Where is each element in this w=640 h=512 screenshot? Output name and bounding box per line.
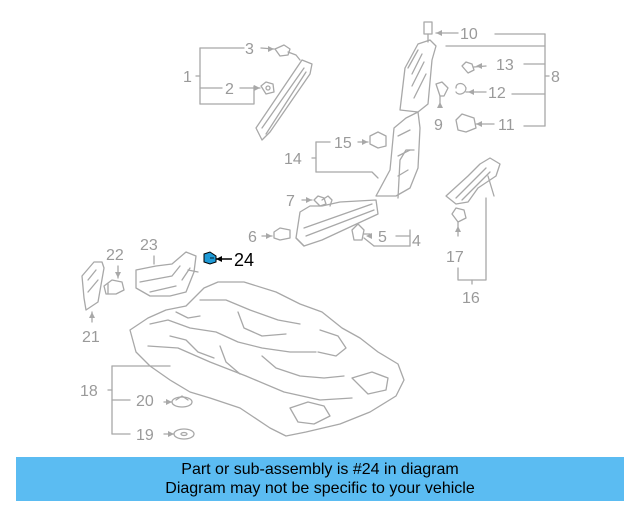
clip-15 bbox=[369, 131, 387, 149]
bracket-1 bbox=[195, 47, 255, 105]
callout-24[interactable]: 24 bbox=[234, 250, 254, 270]
parts-diagram: 1 2 3 4 5 6 7 8 9 10 11 12 13 14 15 16 1… bbox=[80, 21, 560, 444]
callout-23: 23 bbox=[140, 237, 158, 254]
callout-22: 22 bbox=[106, 247, 124, 264]
callout-9: 9 bbox=[434, 117, 443, 134]
callout-7: 7 bbox=[286, 193, 295, 210]
callout-15: 15 bbox=[334, 135, 352, 152]
callout-1: 1 bbox=[183, 69, 192, 86]
clip-5 bbox=[351, 223, 371, 241]
rear-pillar-trim bbox=[445, 157, 501, 205]
floor-carpet bbox=[129, 281, 405, 437]
callout-12: 12 bbox=[488, 85, 506, 102]
arrowhead-6 bbox=[266, 233, 272, 239]
callout-20: 20 bbox=[136, 393, 154, 410]
part-24-highlighted[interactable] bbox=[203, 251, 232, 265]
bracket-8 bbox=[445, 33, 550, 127]
callout-21: 21 bbox=[82, 329, 100, 346]
info-banner: Part or sub-assembly is #24 in diagram D… bbox=[16, 457, 624, 501]
bracket-4 bbox=[363, 229, 411, 247]
b-pillar-lower-trim bbox=[375, 111, 421, 199]
banner-line-1: Part or sub-assembly is #24 in diagram bbox=[181, 461, 459, 478]
clip-part-3 bbox=[274, 44, 301, 61]
bracket-18 bbox=[107, 365, 171, 435]
arrowhead-21 bbox=[89, 312, 95, 318]
sill-plate bbox=[295, 199, 379, 247]
callout-10: 10 bbox=[460, 26, 478, 43]
callout-17: 17 bbox=[446, 249, 464, 266]
callout-18: 18 bbox=[80, 383, 98, 400]
clip-part-2 bbox=[260, 81, 275, 95]
arrowhead-19 bbox=[168, 431, 174, 437]
arrowhead-15 bbox=[362, 139, 368, 145]
arrowhead-22 bbox=[115, 272, 121, 278]
callout-19: 19 bbox=[136, 427, 154, 444]
b-pillar-upper-trim bbox=[399, 21, 437, 113]
arrowhead-5 bbox=[366, 233, 372, 239]
arrowhead-3 bbox=[268, 46, 274, 52]
clip-6 bbox=[273, 227, 291, 241]
callout-8: 8 bbox=[551, 69, 560, 86]
callout-2: 2 bbox=[225, 81, 234, 98]
arrowhead-11 bbox=[476, 121, 482, 127]
bracket-14 bbox=[311, 141, 379, 179]
panel-21 bbox=[81, 261, 105, 311]
arrowhead-13 bbox=[476, 63, 482, 69]
callout-5: 5 bbox=[378, 229, 387, 246]
arrowhead-9 bbox=[437, 102, 443, 108]
callout-13: 13 bbox=[496, 57, 514, 74]
arrowhead-17 bbox=[455, 226, 461, 232]
bracket-23 bbox=[135, 251, 199, 297]
callout-3: 3 bbox=[245, 41, 254, 58]
clip-9 bbox=[435, 81, 449, 107]
fastener-13 bbox=[461, 61, 487, 74]
bolt-22 bbox=[103, 279, 125, 295]
a-pillar-trim bbox=[255, 59, 313, 141]
callout-4: 4 bbox=[412, 233, 421, 250]
clip-7 bbox=[313, 195, 333, 207]
clip-11 bbox=[455, 113, 495, 133]
arrowhead-12 bbox=[468, 89, 474, 95]
arrowhead-2 bbox=[254, 85, 260, 91]
arrowhead-20 bbox=[166, 399, 172, 405]
callout-14: 14 bbox=[284, 151, 302, 168]
callout-16: 16 bbox=[462, 290, 480, 307]
banner-line-2: Diagram may not be specific to your vehi… bbox=[165, 480, 475, 497]
arrowhead-7 bbox=[306, 197, 312, 203]
callout-6: 6 bbox=[248, 229, 257, 246]
arrowhead-10 bbox=[436, 30, 442, 36]
callout-11: 11 bbox=[498, 117, 515, 134]
bracket-16 bbox=[457, 197, 487, 285]
